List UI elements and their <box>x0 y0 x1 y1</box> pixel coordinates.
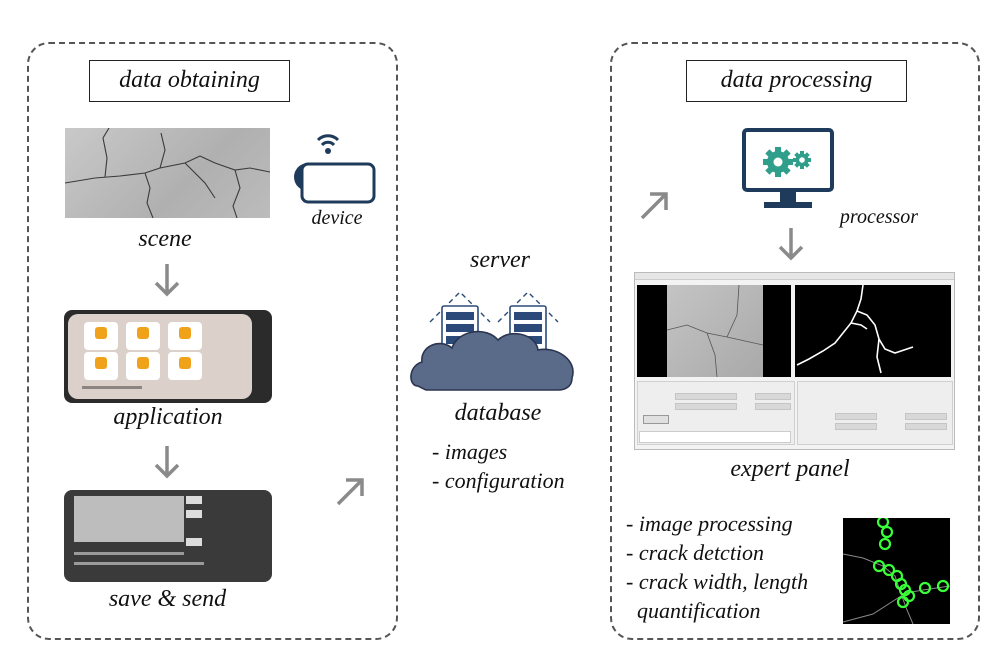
scene-image <box>65 128 270 218</box>
arrow-down-icon <box>154 446 180 479</box>
device-icon <box>294 134 376 204</box>
processing-tasks: - image processing - crack detction - cr… <box>626 509 808 625</box>
save-send-screenshot <box>64 490 272 582</box>
data-obtaining-panel <box>27 42 398 640</box>
task-item: - crack detction <box>626 540 765 565</box>
expert-panel-label: expert panel <box>730 456 850 482</box>
processor-monitor-icon <box>742 128 834 208</box>
database-item: - configuration <box>432 468 565 493</box>
arrow-diagonal-icon <box>640 192 668 220</box>
server-title: server <box>470 247 530 273</box>
task-item: quantification <box>626 598 761 623</box>
device-label: device <box>311 207 363 229</box>
original-image-view <box>637 285 791 377</box>
scene-label: scene <box>138 226 192 252</box>
database-items: - images - configuration <box>432 437 565 495</box>
processor-label: processor <box>839 206 919 228</box>
database-item: - images <box>432 439 508 464</box>
save-send-label: save & send <box>108 586 227 612</box>
arrow-down-icon <box>778 228 804 261</box>
task-item: - image processing <box>626 511 793 536</box>
database-label: database <box>454 400 542 426</box>
crack-detection-image <box>843 518 950 624</box>
application-label: application <box>113 404 223 430</box>
data-processing-title: data processing <box>686 60 907 102</box>
arrow-diagonal-icon <box>336 478 364 506</box>
task-item: - crack width, length <box>626 569 809 594</box>
arrow-down-icon <box>154 264 180 297</box>
application-screenshot <box>64 310 272 403</box>
cloud-server-icon <box>410 291 574 391</box>
data-processing-panel <box>610 42 980 640</box>
data-obtaining-title: data obtaining <box>89 60 290 102</box>
crack-mask-view <box>795 284 951 377</box>
expert-panel-screenshot <box>634 272 955 450</box>
